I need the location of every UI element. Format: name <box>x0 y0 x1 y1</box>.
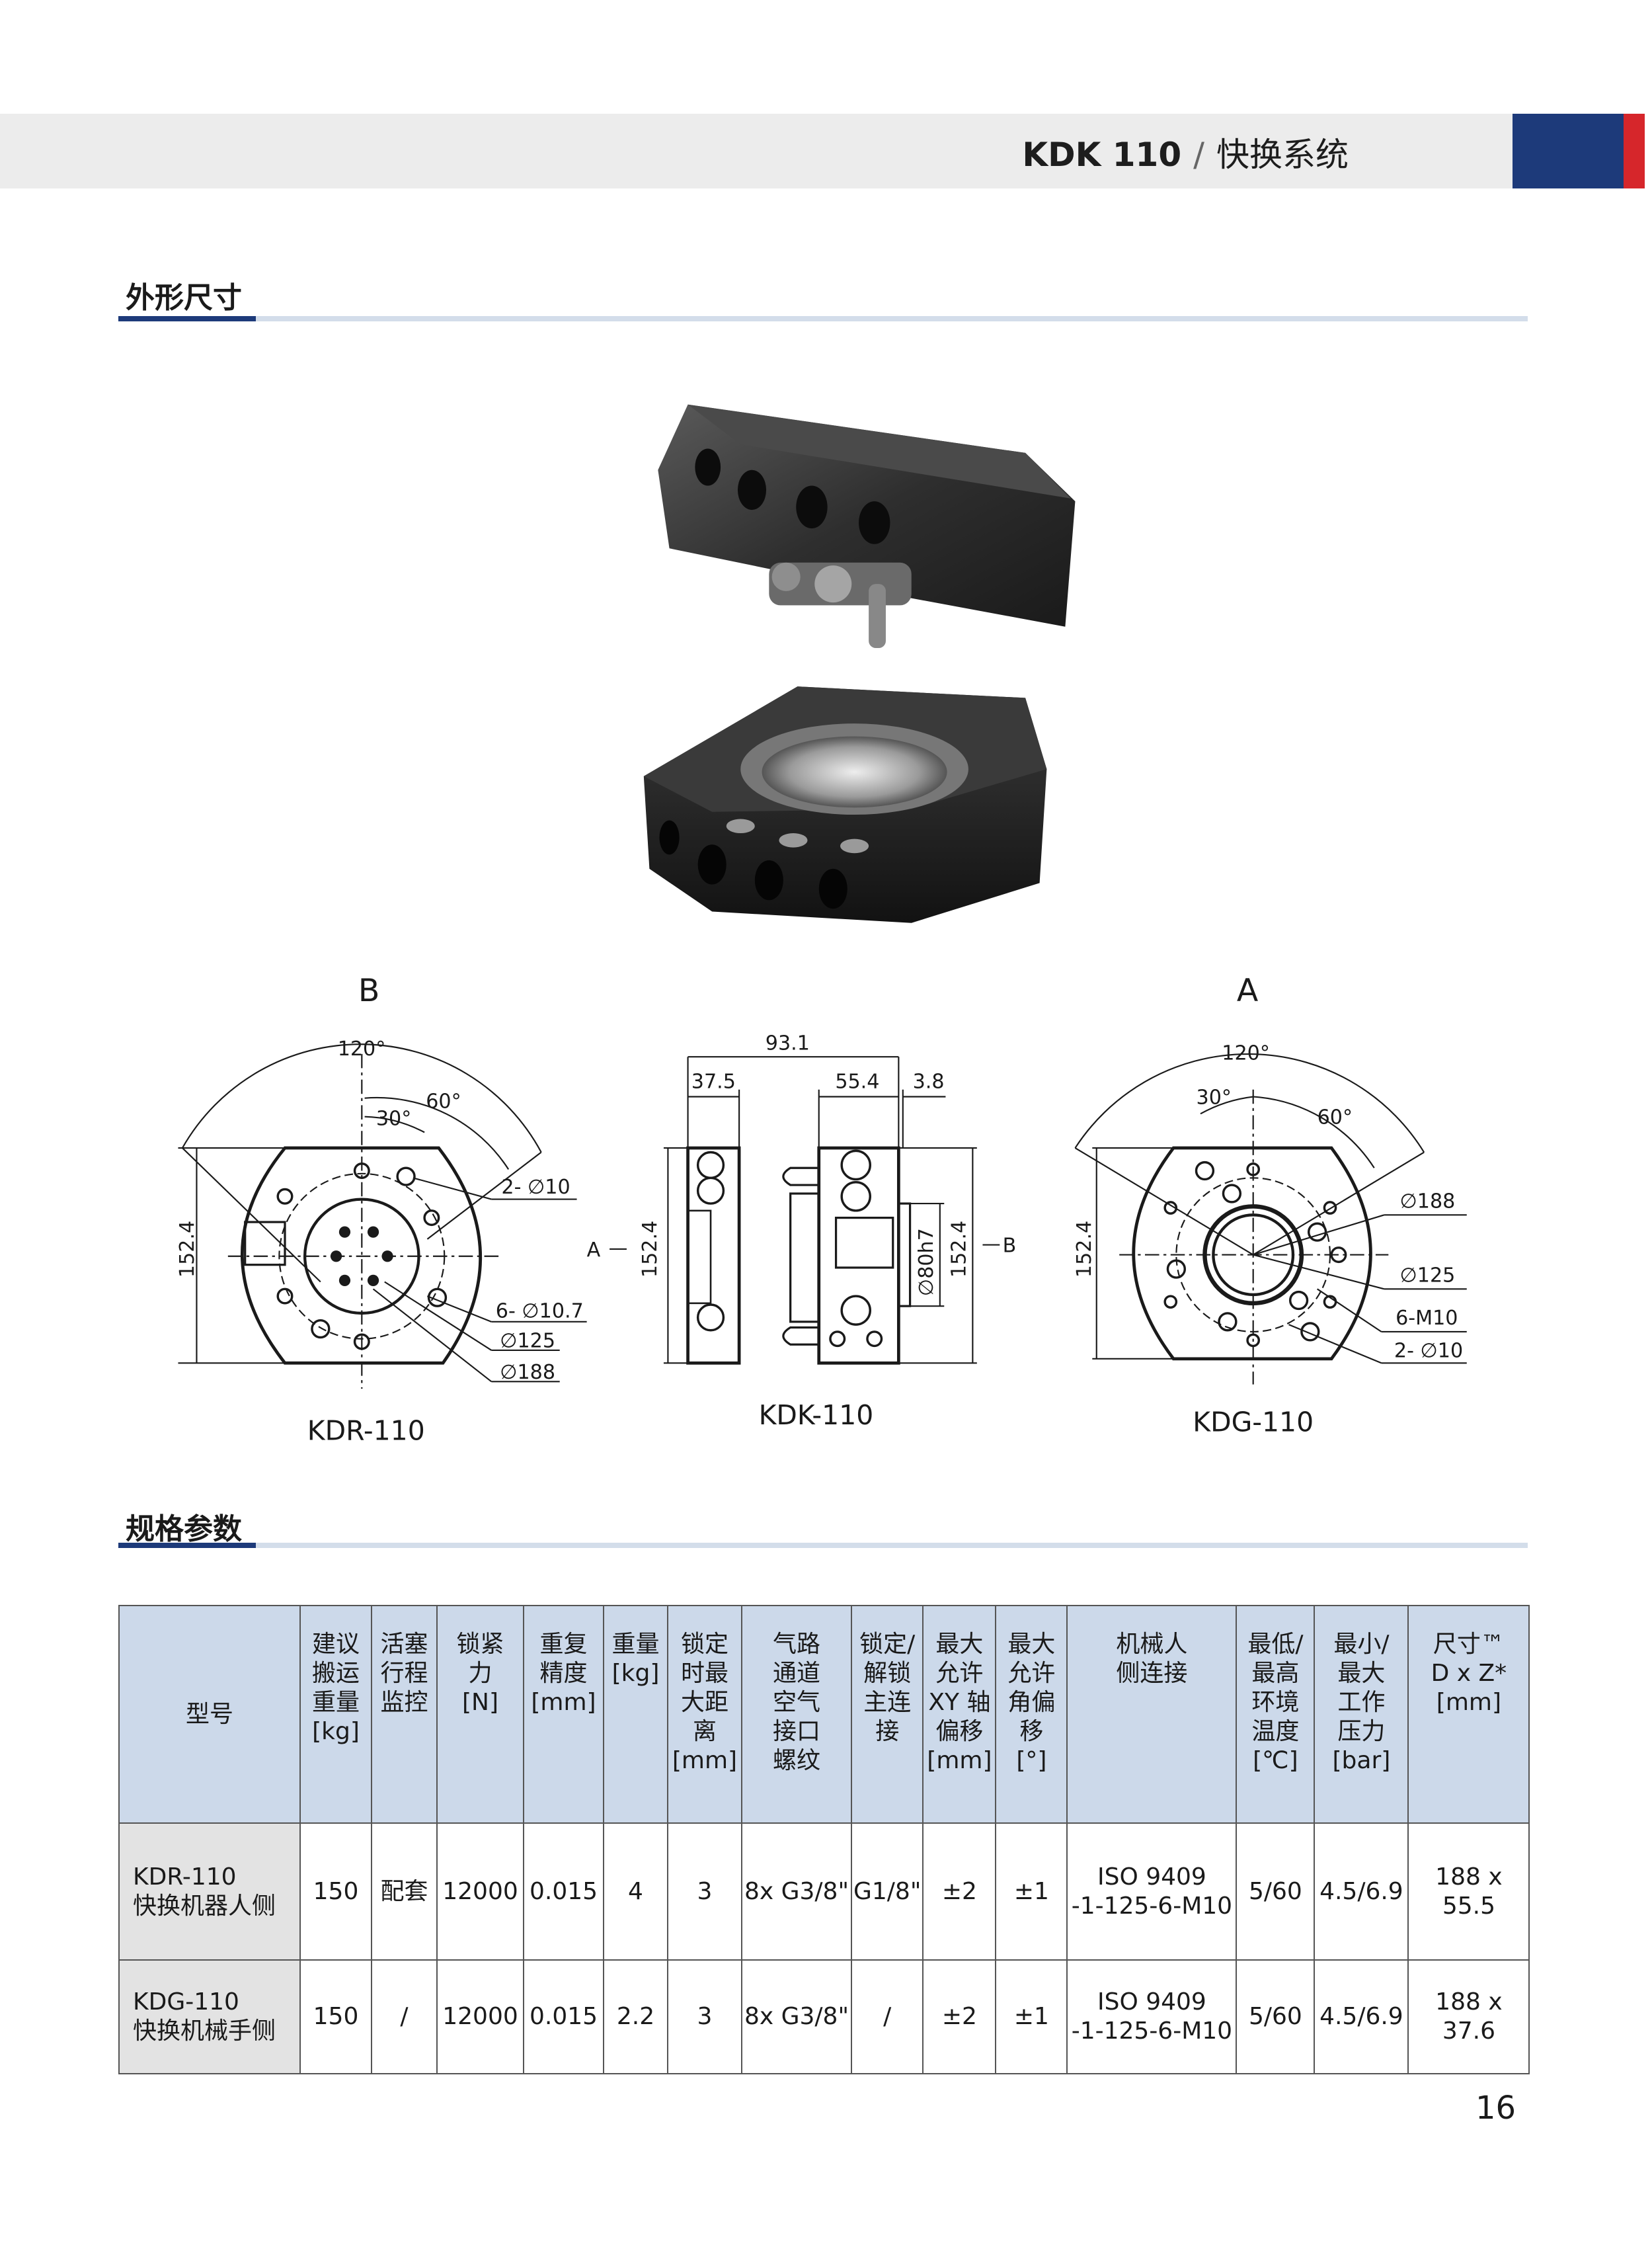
kdr-angle-30: 30° <box>376 1108 411 1131</box>
column-header: 最小/ 最大 工作 压力 [bar] <box>1314 1605 1409 1824</box>
model-cell: KDR-110 快换机器人侧 <box>118 1822 301 1961</box>
table-cell: / <box>850 1959 924 2074</box>
kdk-overall: 93.1 <box>766 1032 810 1055</box>
column-header: 最低/ 最高 环境 温度 [℃] <box>1236 1605 1316 1824</box>
table-cell: 150 <box>299 1959 372 2074</box>
table-cell: 4 <box>603 1822 668 1961</box>
column-header: 气路 通道 空气 接口 螺纹 <box>741 1605 852 1824</box>
table-cell: ISO 9409 -1-125-6-M10 <box>1066 1959 1238 2074</box>
section-divider <box>118 1543 1528 1548</box>
section-title-dimensions: 外形尺寸 <box>126 281 242 315</box>
kdg-angle-30: 30° <box>1197 1086 1232 1109</box>
kdg-name: KDG-110 <box>1193 1406 1314 1438</box>
table-cell: / <box>371 1959 438 2074</box>
header-title: KDK 110 / 快换系统 <box>1022 128 1349 176</box>
column-header: 活塞 行程 监控 <box>371 1605 438 1824</box>
table-cell: ±1 <box>995 1822 1068 1961</box>
kdk-arrow-b: B <box>1003 1234 1017 1257</box>
kdk-left-thk: 37.5 <box>691 1071 736 1094</box>
kdg-pin-holes: 2- ∅10 <box>1394 1340 1463 1363</box>
table-cell: 4.5/6.9 <box>1314 1822 1409 1961</box>
kdg-drawing <box>1074 1053 1467 1385</box>
column-header: 锁定 时最 大距 离 [mm] <box>667 1605 742 1824</box>
kdr-bolt-circle: ∅125 <box>500 1330 555 1353</box>
column-header: 尺寸™ D x Z* [mm] <box>1407 1605 1530 1824</box>
table-cell: 配套 <box>371 1822 438 1961</box>
table-cell: 8x G3/8" <box>741 1959 852 2074</box>
table-cell: 188 x 55.5 <box>1407 1822 1530 1961</box>
table-cell: 5/60 <box>1236 1959 1316 2074</box>
table-cell: ±2 <box>922 1822 997 1961</box>
header-separator: / <box>1193 136 1204 174</box>
table-header-row: 型号建议 搬运 重量 [kg]活塞 行程 监控锁紧 力 [N]重复 精度 [mm… <box>118 1605 1530 1824</box>
kdk-flange: 3.8 <box>913 1071 945 1094</box>
kdk-arrow-a: A <box>587 1239 601 1262</box>
kdg-threads: 6-M10 <box>1396 1307 1458 1330</box>
kdr-height: 152.4 <box>176 1221 199 1278</box>
kdg-angle-120: 120° <box>1222 1042 1270 1065</box>
view-b-label: B <box>358 973 380 1009</box>
table-cell: 3 <box>667 1822 742 1961</box>
view-a-label: A <box>1237 973 1259 1009</box>
table-cell: 4.5/6.9 <box>1314 1959 1409 2074</box>
kdg-outer-dia: ∅188 <box>1400 1190 1456 1213</box>
brand-blue-block <box>1513 114 1624 188</box>
table-cell: ±1 <box>995 1959 1068 2074</box>
section-title-specs: 规格参数 <box>126 1512 242 1546</box>
table-cell: 3 <box>667 1959 742 2074</box>
brand-red-block <box>1624 114 1645 188</box>
header-category: 快换系统 <box>1216 136 1349 174</box>
kdk-drawing <box>610 1056 1000 1365</box>
kdk-height-left: 152.4 <box>639 1221 662 1278</box>
column-header: 建议 搬运 重量 [kg] <box>299 1605 372 1824</box>
table-cell: 0.015 <box>523 1822 604 1961</box>
table-cell: 2.2 <box>603 1959 668 2074</box>
kdr-angle-120: 120° <box>338 1038 386 1061</box>
kdk-name: KDK-110 <box>759 1399 874 1431</box>
kdr-name: KDR-110 <box>307 1415 425 1447</box>
table-cell: 188 x 37.6 <box>1407 1959 1530 2074</box>
model-cell: KDG-110 快换机械手侧 <box>118 1959 301 2074</box>
table-cell: 12000 <box>436 1959 524 2074</box>
table-cell: 8x G3/8" <box>741 1822 852 1961</box>
header-model: KDK 110 <box>1022 136 1182 174</box>
kdg-angle-60: 60° <box>1318 1106 1353 1129</box>
kdk-spigot: ∅80h7 <box>915 1228 938 1296</box>
kdr-outer-dia: ∅188 <box>500 1361 555 1384</box>
column-header: 最大 允许 角偏 移 [°] <box>995 1605 1068 1824</box>
column-header: 锁紧 力 [N] <box>436 1605 524 1824</box>
kdr-angle-60: 60° <box>426 1090 461 1114</box>
table-cell: 150 <box>299 1822 372 1961</box>
table-cell: 12000 <box>436 1822 524 1961</box>
spec-table: 型号建议 搬运 重量 [kg]活塞 行程 监控锁紧 力 [N]重复 精度 [mm… <box>118 1605 1530 2074</box>
section-divider <box>118 316 1528 321</box>
column-header: 锁定/ 解锁 主连 接 <box>850 1605 924 1824</box>
kdr-pin-holes: 2- ∅10 <box>501 1176 570 1199</box>
column-header: 型号 <box>118 1605 301 1824</box>
kdk-height-right: 152.4 <box>948 1221 971 1278</box>
kdk-right-thk: 55.4 <box>835 1071 879 1094</box>
column-header: 重量 [kg] <box>603 1605 668 1824</box>
kdg-height: 152.4 <box>1073 1221 1096 1278</box>
column-header: 重复 精度 [mm] <box>523 1605 604 1824</box>
table-cell: G1/8" <box>850 1822 924 1961</box>
header-bar: KDK 110 / 快换系统 <box>0 114 1513 188</box>
table-cell: 5/60 <box>1236 1822 1316 1961</box>
column-header: 最大 允许 XY 轴 偏移 [mm] <box>922 1605 997 1824</box>
product-render <box>643 404 1076 923</box>
kdr-drawing <box>178 1043 587 1389</box>
table-cell: ±2 <box>922 1959 997 2074</box>
table-cell: ISO 9409 -1-125-6-M10 <box>1066 1822 1238 1961</box>
kdg-bolt-circle: ∅125 <box>1400 1264 1456 1287</box>
column-header: 机械人 侧连接 <box>1066 1605 1238 1824</box>
kdr-holes: 6- ∅10.7 <box>496 1299 584 1323</box>
page-number: 16 <box>1475 2090 1516 2127</box>
table-cell: 0.015 <box>523 1959 604 2074</box>
product-and-drawings: B A 120° 60° 30° 2- ∅10 6- ∅10.7 ∅125 ∅1… <box>176 404 1467 1447</box>
